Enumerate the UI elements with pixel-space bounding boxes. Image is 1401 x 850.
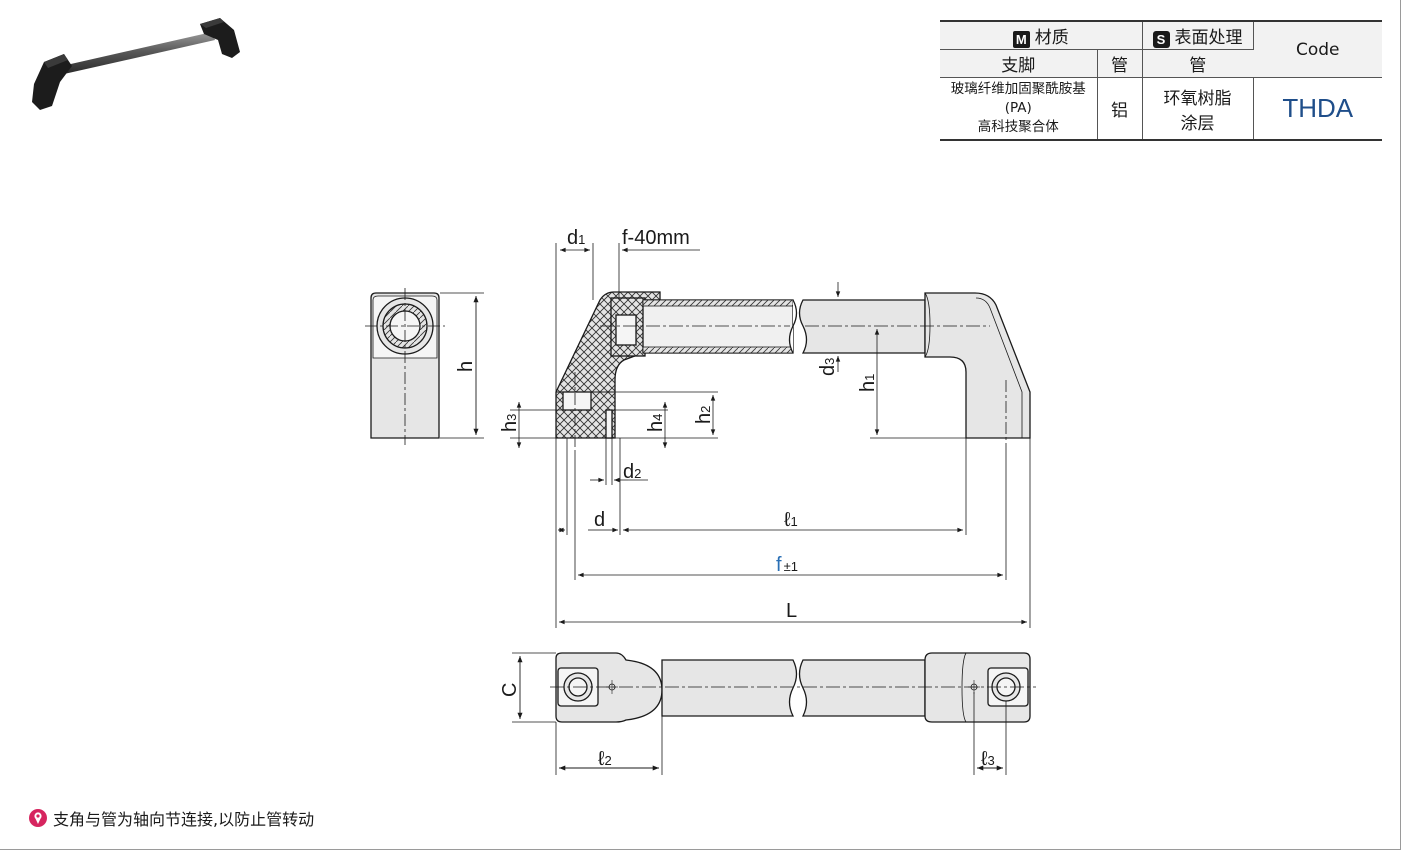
code-value[interactable]: THDA	[1253, 77, 1382, 141]
code-header: Code	[1253, 20, 1382, 78]
sub-header-tube-surface: 管	[1142, 49, 1253, 78]
dimension-labels: d1 f-40mm h h3 h4 h2 d3 h1 d2 d ℓ1 f±1 L…	[455, 227, 995, 770]
dim-f: f±1	[776, 554, 798, 576]
info-pin-icon	[29, 809, 47, 827]
product-photo	[32, 18, 240, 110]
note-text: 支角与管为轴向节连接,以防止管转动	[53, 810, 315, 829]
front-view-dimension-lines	[510, 243, 1031, 628]
material-header: 材质	[1034, 28, 1069, 48]
dim-h: h	[455, 361, 477, 372]
dim-d1: d1	[567, 227, 585, 249]
sub-header-tube: 管	[1097, 49, 1143, 78]
dim-d2: d2	[623, 461, 641, 483]
dim-h2: h2	[693, 406, 715, 424]
dim-l1: ℓ1	[784, 509, 798, 531]
dim-L: L	[786, 600, 797, 622]
dim-l3: ℓ3	[981, 748, 995, 770]
dim-l2: ℓ2	[598, 748, 612, 770]
front-view-right-bracket	[798, 292, 1031, 450]
dim-f40: f-40mm	[622, 227, 690, 249]
bracket-material-line2: 高科技聚合体	[977, 119, 1059, 135]
footer-note: 支角与管为轴向节连接,以防止管转动	[28, 806, 314, 830]
end-view	[365, 288, 484, 445]
dim-d: d	[594, 509, 605, 531]
surface-header: 表面处理	[1174, 28, 1243, 48]
material-tag: M	[1012, 31, 1030, 48]
tube-surface-cell: 环氧树脂 涂层	[1142, 77, 1254, 141]
surface-tag: S	[1152, 31, 1170, 48]
dim-h4: h4	[645, 414, 667, 432]
bracket-material-line1: 玻璃纤维加固聚酰胺基(PA)	[950, 81, 1086, 116]
tube-surface-line2: 涂层	[1180, 113, 1215, 134]
front-view-left-bracket	[555, 291, 798, 450]
bracket-material-cell: 玻璃纤维加固聚酰胺基(PA) 高科技聚合体	[940, 77, 1098, 141]
dim-h1: h1	[857, 374, 879, 392]
top-view	[512, 652, 1036, 775]
sub-header-bracket: 支脚	[940, 49, 1098, 78]
tube-surface-line1: 环氧树脂	[1163, 88, 1232, 109]
tube-material-cell: 铝	[1097, 77, 1143, 141]
dim-h3: h3	[499, 414, 521, 432]
dim-C: C	[499, 683, 521, 697]
dim-d3: d3	[817, 358, 839, 376]
